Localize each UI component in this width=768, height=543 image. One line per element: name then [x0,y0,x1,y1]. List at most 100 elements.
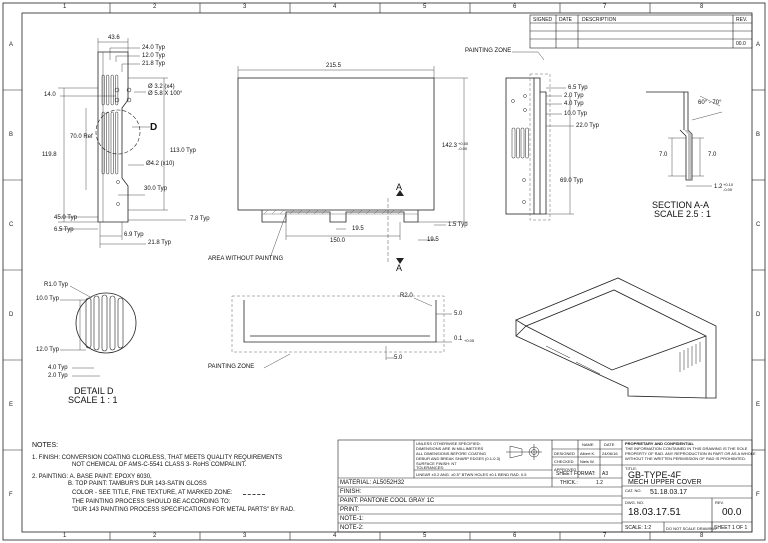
zone-row-d: D [9,312,14,318]
bottom-dim-5-0-top: 5.0 [454,311,463,317]
dim-113-0: 113.0 Typ [170,148,196,154]
tb-note-1: NOTE-1: [340,516,364,522]
tb-cat-label: CAT. NO. [625,488,642,493]
tb-checked-name: Niels W. [580,459,595,464]
dim-119-8: 119.8 [42,152,57,158]
zone-row-e-right: E [756,402,761,408]
tb-sheet-format-value: A3 [602,471,609,477]
dim-6-5: 6.5 Typ [54,227,74,233]
dim-30-0: 30.0 Typ [144,186,167,192]
detail-d-callout-label: D [150,122,158,133]
tb-general-3: DEBUR AND BREAK SHARP EDGES (0.1-0.3) [416,456,501,461]
section-aa-outline [646,91,693,181]
front-view-hatch [261,209,419,215]
dim-csk-5-8: Ø 5.8 X 100° [148,91,183,97]
dim-24-0: 24.0 Typ [142,45,165,51]
tb-thick-value: 1.2 [596,480,603,486]
bottom-view-dimensions [263,297,452,369]
side-dim-2-0: 2.0 Typ [564,93,584,99]
tb-proprietary-0: THE INFORMATION CONTAINED IN THIS DRAWIN… [625,446,748,451]
section-marker-a-bottom: A [396,263,403,273]
top-view-outline [97,51,129,223]
dim-12-0: 12.0 Typ [142,53,165,59]
tb-general-2: ALL DIMENSIONS BEFORE COATING [416,451,487,456]
dim-142-3-tolerance: +0.50 -0.00 [458,141,469,151]
zone-row-e: E [9,402,14,408]
side-dim-6-5: 6.5 Typ [568,85,588,91]
bottom-r2-0: R2.0 [400,293,413,299]
isometric-slots [545,342,701,375]
zone-row-f: F [9,492,13,498]
tb-name-header: NAME [582,442,594,447]
tb-cat-value: 51.18.03.17 [650,489,687,496]
tb-rev-value: 00.0 [722,507,742,518]
zone-col-4-bottom: 4 [333,533,337,539]
tb-designed-date: 24/06/16 [602,451,618,456]
bottom-dim-0-1-tolerance: +0.05 [464,338,475,343]
section-aa-hatch [684,130,692,180]
note-2-line-b: B. TOP PAINT: TAMBUR'S DUR 143-SATIN GLO… [68,481,207,487]
notes-heading: NOTES: [32,442,59,449]
tb-title-2: MECH UPPER COVER [628,479,702,486]
tb-material: MATERIAL: AL5052H32 [340,480,405,486]
dim-6-9: 6.9 Typ [124,232,144,238]
bottom-dim-5-0-bottom: 5.0 [394,355,403,361]
top-view-slots [101,74,132,206]
section-arrows [396,190,404,264]
title-block-grid [337,439,753,533]
zone-row-b-right: B [756,132,761,138]
tb-paint: PAINT: PANTONE COOL GRAY 1C [340,498,435,504]
tb-general-0: UNLESS OTHERWISE SPECIFIED: [416,441,481,446]
note-2-line-c: COLOR - SEE TITLE, FINE TEXTURE, AT MARK… [72,490,233,496]
zone-row-d-right: D [756,312,761,318]
zone-row-f-right: F [756,492,760,498]
tb-date-header: DATE [604,442,615,447]
detail-d-title: DETAIL D [74,386,114,396]
section-marker-a-top: A [396,182,403,192]
zone-col-5-bottom: 5 [423,533,427,539]
bottom-painting-zone [231,295,445,353]
detail-d-slots [85,294,124,352]
front-view-dimensions [237,66,468,262]
tb-sheet: SHEET 1 OF 1 [714,525,748,531]
area-without-painting-label: AREA WITHOUT PAINTING [208,256,284,262]
detail-dim-10-0: 10.0 Typ [36,296,59,302]
side-dim-10-0: 10.0 Typ [564,111,587,117]
note-2-line-d: THE PAINTING PROCESS SHOULD BE ACCORDING… [72,499,231,505]
dim-21-8: 21.8 Typ [142,61,165,67]
dim-142-3: 142.3 [442,143,458,149]
dim-215-5: 215.5 [326,63,342,69]
dim-14-0: 14.0 [44,92,56,98]
section-dim-1-2-tolerance: +0.10 -0.00 [723,182,734,192]
zone-row-a: A [9,42,14,48]
tb-print: PRINT: [340,507,360,513]
note-2-line-a: 2. PAINTING: A. BASE PAINT: EPOXY 6030, [32,474,152,480]
tb-general-4: SURFACE FINISH: N7 [416,461,457,466]
zone-row-c-right: C [756,222,761,228]
side-dim-4-0: 4.0 Typ [564,101,584,107]
tb-tolerances: LINEAR ±0.2 ANG. ±0.5° BTWN HOLES ±0.1 B… [416,472,527,477]
bottom-view-outline [243,300,437,343]
dim-hole-4-2: Ø4.2 (x10) [146,161,175,167]
tb-thick: THICK.: [560,480,578,486]
dim-70-ref: 70.0 Ref [70,134,93,140]
side-painting-zone [529,73,551,221]
detail-dim-12-0: 12.0 Typ [36,347,59,353]
note-1-line-a: 1. FINISH: CONVERSION COATING CLORLESS, … [32,455,283,461]
section-dim-7-0-right: 7.0 [708,152,717,158]
dim-21-8-bottom: 21.8 Typ [148,240,171,246]
tb-finish: FINISH: [340,489,362,495]
projection-symbol [506,444,542,460]
section-aa-title: SECTION A-A [652,200,710,210]
tb-checked: CHECKED [554,459,574,464]
tb-general-1: DIMENSIONS ARE IN MILLIMETERS [416,446,484,451]
dim-1-5: 1.5 Typ [448,222,468,228]
dim-hole-3-2: Ø 3.2 (x4) [148,84,175,90]
side-dim-22-0: 22.0 Typ [576,123,599,129]
dim-7-8: 7.8 Typ [190,216,210,222]
zone-col-8-bottom: 8 [700,533,704,539]
zone-col-3: 3 [243,4,247,10]
tb-designed: DESIGNED [554,451,575,456]
detail-d-circle [75,292,137,354]
